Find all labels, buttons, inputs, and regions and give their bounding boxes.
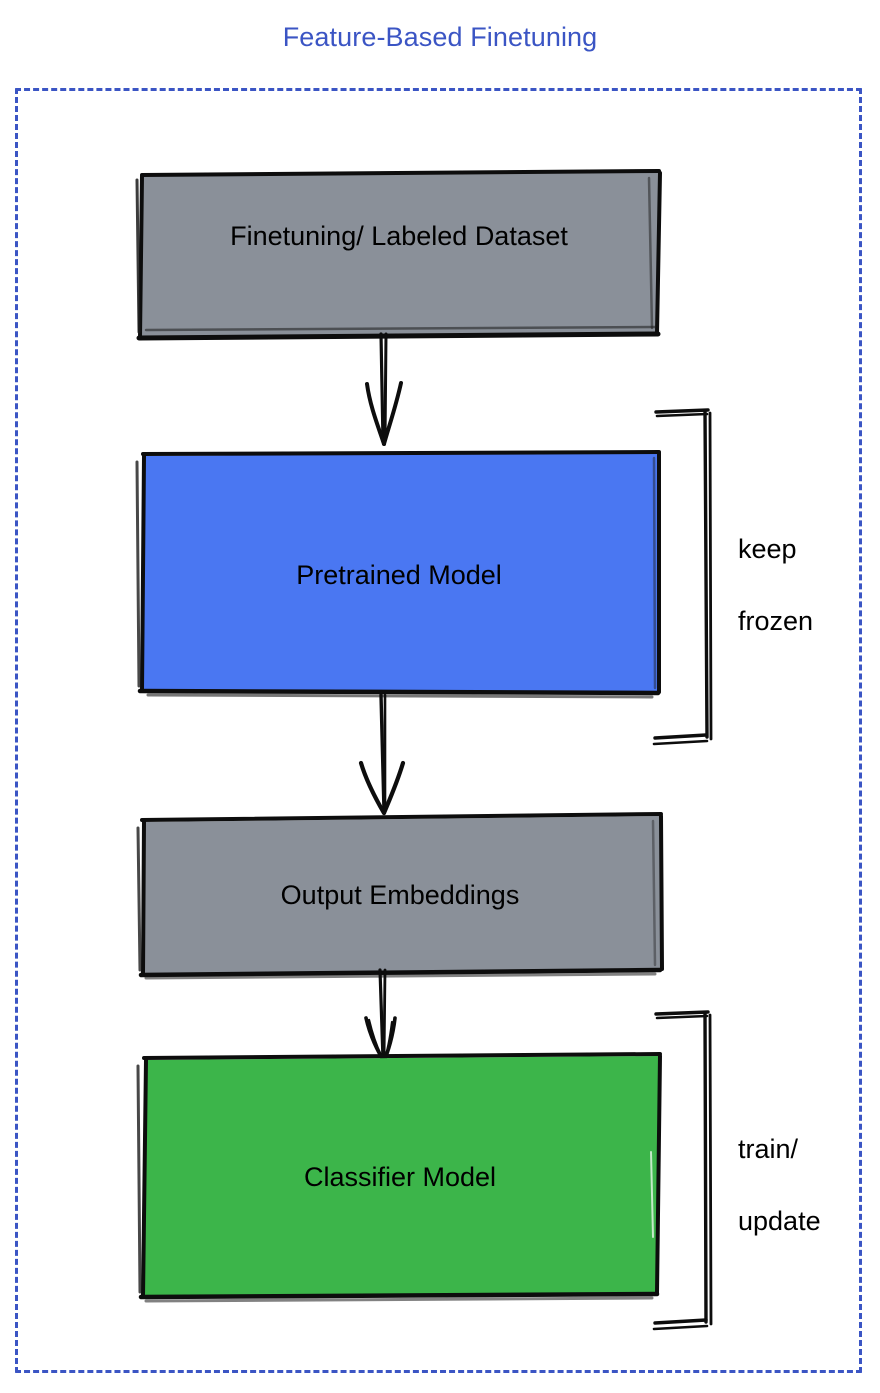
diagram-outer-frame [15, 88, 862, 1373]
node-shape-finetuning-dataset [135, 169, 662, 341]
annotation-train-update: train/ update [738, 1095, 821, 1239]
node-shape-pretrained-model [135, 450, 661, 699]
annotation-keep-frozen-line2: frozen [738, 606, 814, 636]
node-classifier-model[interactable]: Classifier Model [136, 1052, 664, 1303]
annotation-keep-frozen: keep frozen [738, 495, 813, 639]
node-label-classifier-model: Classifier Model [303, 1162, 497, 1192]
node-shape-output-embeddings [136, 812, 664, 980]
annotation-keep-frozen-line1: keep [738, 534, 797, 564]
node-label-pretrained-model: Pretrained Model [296, 560, 502, 590]
node-label-output-embeddings: Output Embeddings [280, 880, 520, 910]
annotation-train-update-line2: update [738, 1206, 821, 1236]
page-title: Feature-Based Finetuning [282, 22, 598, 52]
node-output-embeddings[interactable]: Output Embeddings [136, 812, 664, 980]
node-label-finetuning-dataset: Finetuning/ Labeled Dataset [230, 221, 568, 251]
node-pretrained-model[interactable]: Pretrained Model [135, 450, 662, 699]
node-shape-classifier-model [136, 1052, 662, 1303]
annotation-train-update-line1: train/ [738, 1134, 799, 1164]
node-finetuning-dataset[interactable]: Finetuning/ Labeled Dataset [135, 169, 662, 341]
